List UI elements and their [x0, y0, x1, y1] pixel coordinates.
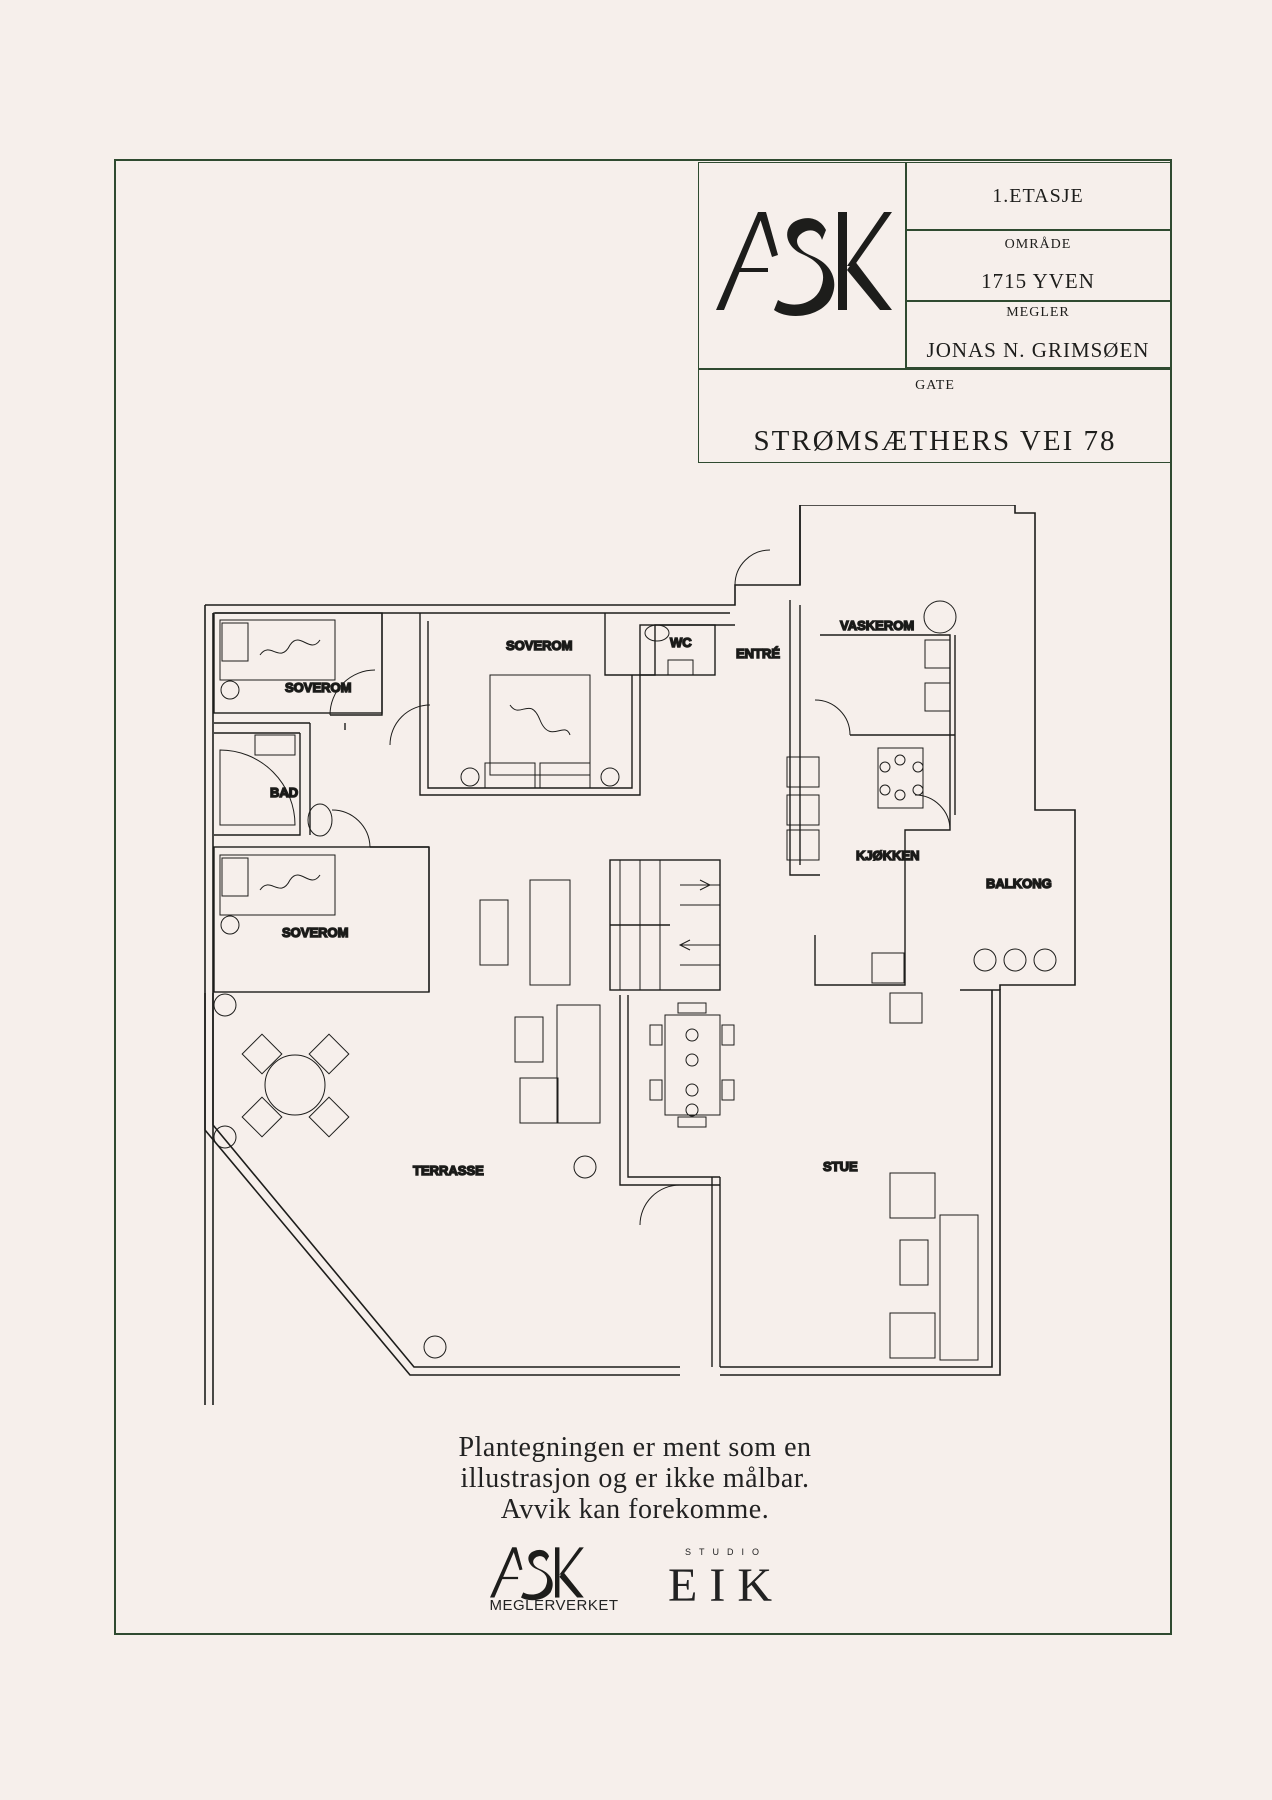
street-label: GATE [915, 378, 955, 393]
broker-value: JONAS N. GRIMSØEN [926, 338, 1150, 362]
ask-logo [716, 212, 892, 316]
room-label-soverom-3: SOVEROM [282, 925, 348, 940]
room-label-entre: ENTRÉ [736, 646, 780, 661]
room-label-bad: BAD [270, 785, 298, 800]
disclaimer-line-3: Avvik kan forekomme. [500, 1494, 770, 1525]
room-label-soverom-1: SOVEROM [285, 680, 351, 695]
room-label-kjokken: KJØKKEN [856, 848, 920, 863]
ask-footer-logo [490, 1547, 584, 1601]
area-value: 1715 YVEN [981, 269, 1095, 293]
disclaimer-line-1: Plantegningen er ment som en [458, 1432, 812, 1463]
room-label-soverom-2: SOVEROM [506, 638, 572, 653]
plant-icons [213, 948, 1057, 1359]
room-label-wc: WC [670, 635, 692, 650]
studio-eik-logo: EIK [668, 1559, 784, 1612]
interior-walls [213, 600, 956, 1367]
disclaimer-line-2: illustrasjon og er ikke målbar. [460, 1463, 810, 1494]
title-block: 1.ETASJE OMRÅDE 1715 YVEN MEGLER JONAS N… [698, 162, 1171, 463]
doors [329, 549, 951, 1226]
furniture [219, 600, 979, 1361]
room-label-stue: STUE [823, 1159, 858, 1174]
exterior-walls [204, 505, 1076, 1405]
broker-label: MEGLER [1006, 305, 1070, 320]
street-value: STRØMSÆTHERS VEI 78 [753, 425, 1117, 457]
area-label: OMRÅDE [1004, 237, 1072, 252]
floor-plan: SOVEROM SOVEROM WC ENTRÉ VASKEROM BAD KJ… [204, 505, 1076, 1405]
studio-label: STUDIO [684, 1547, 767, 1557]
page-frame [114, 159, 1172, 1635]
room-label-vaskerom: VASKEROM [840, 618, 914, 633]
ask-footer-subtitle: MEGLERVERKET [489, 1597, 619, 1614]
floor-label: 1.ETASJE [992, 185, 1084, 207]
room-label-terrasse: TERRASSE [413, 1163, 484, 1178]
room-label-balkong: BALKONG [986, 876, 1052, 891]
disclaimer: Plantegningen er ment som en illustrasjo… [300, 1432, 970, 1525]
